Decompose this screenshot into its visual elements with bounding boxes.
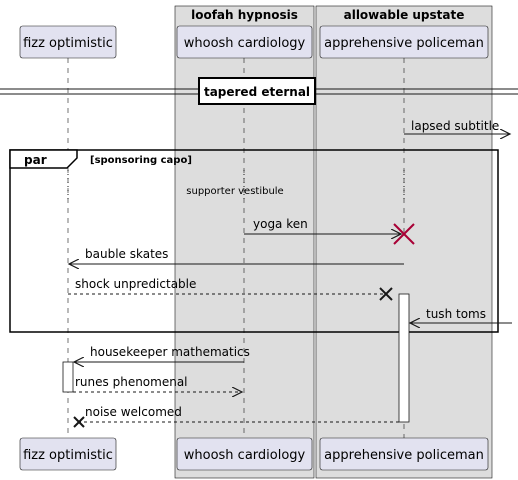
- divider-tapered-eternal: tapered eternal: [0, 77, 518, 105]
- par-frame-condition: [sponsoring capo]: [90, 155, 192, 166]
- participant-name: whoosh cardiology: [184, 36, 306, 51]
- lost-x-icon: [379, 287, 393, 301]
- message-runes-phenomenal: runes phenomenal: [73, 375, 242, 392]
- note-text: supporter vestibule: [186, 186, 283, 197]
- message-tush-toms: tush toms: [410, 307, 512, 323]
- group-box-loofah-hypnosis: loofah hypnosis: [174, 5, 315, 479]
- message-noise-welcomed: noise welcomed: [73, 405, 399, 428]
- destroy-x-icon: [73, 416, 85, 428]
- participant-head-whoosh-cardiology[interactable]: whoosh cardiology: [176, 25, 313, 59]
- participant-head-apprehensive-policeman[interactable]: apprehensive policeman: [319, 25, 489, 59]
- participant-name: fizz optimistic: [23, 448, 113, 463]
- participant-name: whoosh cardiology: [184, 448, 306, 463]
- message-label: bauble skates: [85, 247, 168, 261]
- message-label: shock unpredictable: [75, 277, 196, 291]
- participant-tail-whoosh-cardiology[interactable]: whoosh cardiology: [176, 437, 313, 471]
- destroy-x-icon: [393, 223, 415, 245]
- divider-label: tapered eternal: [204, 85, 310, 99]
- participant-head-fizz-optimistic[interactable]: fizz optimistic: [19, 25, 117, 59]
- message-label: runes phenomenal: [75, 375, 188, 389]
- group-box-title: loofah hypnosis: [191, 8, 298, 22]
- participant-name: apprehensive policeman: [324, 36, 484, 51]
- participant-tail-apprehensive-policeman[interactable]: apprehensive policeman: [319, 437, 489, 471]
- activation-bar-apprehensive-policeman: [398, 293, 410, 423]
- message-label: tush toms: [426, 307, 486, 321]
- par-frame: par [sponsoring capo]: [9, 149, 499, 333]
- activation-bar-fizz-optimistic: [62, 361, 74, 393]
- participant-name: apprehensive policeman: [324, 448, 484, 463]
- message-label: lapsed subtitle: [411, 119, 499, 133]
- participant-name: fizz optimistic: [23, 36, 113, 51]
- message-label: noise welcomed: [85, 405, 182, 419]
- note-supporter-vestibule: supporter vestibule: [67, 170, 405, 200]
- message-shock-unpredictable: shock unpredictable: [68, 277, 393, 301]
- message-housekeeper-mathematics: housekeeper mathematics: [74, 345, 250, 362]
- participant-tail-fizz-optimistic[interactable]: fizz optimistic: [19, 437, 117, 471]
- par-frame-keyword: par: [24, 153, 47, 167]
- message-lapsed-subtitle: lapsed subtitle: [404, 119, 510, 134]
- message-bauble-skates: bauble skates: [69, 247, 404, 264]
- group-box-title: allowable upstate: [344, 8, 465, 22]
- message-label: yoga ken: [253, 217, 308, 231]
- message-label: housekeeper mathematics: [90, 345, 250, 359]
- message-yoga-ken: yoga ken: [244, 217, 415, 245]
